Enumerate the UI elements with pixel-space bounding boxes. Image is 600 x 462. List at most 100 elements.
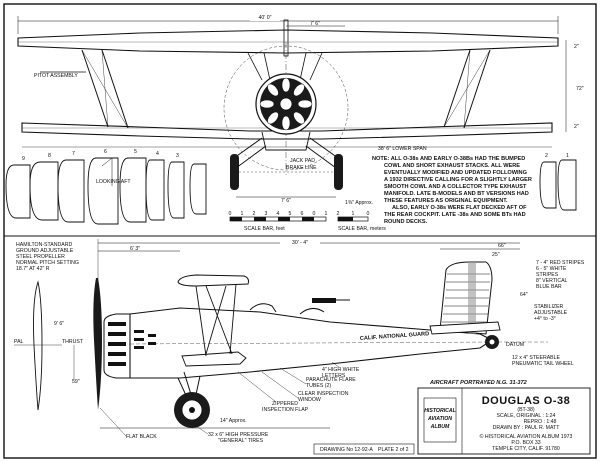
- scale-tick: 4: [277, 211, 280, 217]
- scale-tick: 5: [289, 211, 292, 217]
- stabilizer-label: +4° to -3°: [534, 316, 556, 322]
- tail-wheel-label: PNEUMATIC TAIL WHEEL: [512, 361, 574, 367]
- lower-wing: [21, 122, 553, 140]
- left-interplane-strut: [81, 49, 129, 129]
- note-block: NOTE: ALL O-38s AND EARLY O-38Bs HAD THE…: [372, 156, 532, 225]
- pitot-label: PITOT ASSEMBLY: [34, 73, 78, 79]
- dim-height-2in: 2": [574, 44, 579, 50]
- section-number: 6: [104, 149, 107, 155]
- cross-sections: LOOKING AFT 9 8 7 6 5 4 3 2 1: [5, 149, 577, 225]
- section-number: 2: [545, 153, 548, 159]
- section-number: 7: [72, 151, 75, 157]
- front-view: 40' 0" 7' 6" 38' 6" LOWER SPAN PITOT ASS…: [17, 13, 584, 206]
- right-wheel: [334, 154, 343, 190]
- note-line: NOTE: ALL O-38s AND EARLY O-38Bs HAD THE…: [372, 156, 525, 162]
- fuselage-text: CALIF. NATIONAL GUARD: [360, 331, 430, 342]
- dim-height-59: 59": [72, 379, 80, 385]
- scale-bar-meters: 2 1 0 SCALE BAR, meters: [337, 211, 387, 232]
- flare-label: PARACHUTE FLARE: [306, 377, 356, 383]
- scale-tick: 1: [241, 211, 244, 217]
- dim-height-72: 72": [576, 86, 584, 92]
- svg-text:ALBUM: ALBUM: [430, 424, 450, 430]
- upper-wing: [17, 29, 559, 54]
- copyright: © HISTORICAL AVIATION ALBUM 1973: [480, 433, 573, 440]
- looking-aft-label: LOOKING AFT: [96, 179, 131, 185]
- lower-wing-side: [181, 351, 247, 367]
- scale-original: SCALE, ORIGINAL : 1:24: [497, 413, 556, 419]
- note-line: EVENTUALLY MODIFIED AND UPDATED FOLLOWIN…: [384, 170, 527, 176]
- scale-repro: REPRO : 1:48: [524, 419, 557, 425]
- window-label: CLEAR INSPECTION: [298, 391, 349, 397]
- note-line: COWL AND SHORT EXHAUST STACKS. ALL WERE: [384, 163, 520, 169]
- section-number: 4: [156, 151, 159, 157]
- title-block: DOUGLAS O-38 (BT-38) SCALE, ORIGINAL : 1…: [313, 387, 591, 455]
- city: TEMPLE CITY, CALIF. 91780: [492, 446, 560, 452]
- note-line: A 1932 DIRECTIVE CALLING FOR A SLIGHTLY …: [384, 177, 532, 183]
- left-wheel: [230, 154, 239, 190]
- scale-tick: 0: [367, 211, 370, 217]
- horizontal-stabilizer: [429, 321, 501, 335]
- dim-nose-length: 6' 3": [130, 246, 140, 252]
- plate-number: PLATE 2 of 2: [378, 447, 409, 453]
- interplane-struts-side: [195, 283, 237, 357]
- scale-bar-feet-label: SCALE BAR, feet: [244, 226, 285, 232]
- album-logo: HISTORICAL AVIATION ALBUM: [423, 397, 457, 443]
- note-line: SMOOTH COWL AND A COLLECTOR TYPE EXHAUST: [384, 184, 527, 190]
- dim-gear-track: 7' 6": [281, 198, 291, 204]
- brake-line-label: BRAKE LINE: [286, 165, 317, 171]
- svg-text:AVIATION: AVIATION: [427, 416, 452, 422]
- upper-wing-side: [177, 274, 249, 287]
- section-number: 3: [176, 153, 179, 159]
- scale-bar-meters-label: SCALE BAR, meters: [338, 226, 386, 232]
- propeller-side: [93, 278, 102, 410]
- pal-label: PAL: [14, 339, 24, 345]
- dim-tail-64: 64": [520, 292, 528, 298]
- window-label: WINDOW: [298, 397, 321, 403]
- drawing-subtitle: (BT-38): [517, 407, 535, 413]
- scale-tick: 1: [352, 211, 355, 217]
- gun-mount: [312, 298, 336, 303]
- prop-label-line: HAMILTON-STANDARD: [16, 242, 72, 248]
- scale-tick: 1: [325, 211, 328, 217]
- stripes-label: STRIPES: [536, 272, 559, 278]
- jack-pad-label: JACK PAD: [290, 158, 315, 164]
- zippered-label: INSPECTION FLAP: [262, 407, 309, 413]
- cabane-struts: [247, 52, 323, 81]
- right-interplane-strut: [443, 49, 491, 129]
- note-line: ALSO, EARLY O-38s WERE FLAT DECKED AFT O…: [392, 205, 527, 211]
- portrayed-label: AIRCRAFT PORTRAYED N.G. 31-372: [429, 380, 528, 386]
- dim-tail-66: 66": [498, 243, 506, 249]
- scale-tick: 2: [253, 211, 256, 217]
- propeller-blade-top: [283, 19, 289, 57]
- thrust-label: THRUST: [62, 339, 84, 345]
- dim-approx-1: 1⅜" Approx.: [345, 200, 373, 206]
- svg-text:HISTORICAL: HISTORICAL: [424, 408, 456, 414]
- propeller-profile: [33, 280, 43, 411]
- dim-lower-span: 38' 6" LOWER SPAN: [378, 146, 427, 152]
- flat-black-label: FLAT BLACK: [126, 434, 157, 440]
- scale-tick: 0: [229, 211, 232, 217]
- prop-label-line: NORMAL PITCH SETTING: [16, 260, 79, 266]
- tail-wheel-label: 12 x 4" STEERABLE: [512, 355, 561, 361]
- section-number: 9: [22, 156, 25, 162]
- flare-label: TUBES (2): [306, 383, 331, 389]
- scale-tick: 3: [265, 211, 268, 217]
- letters-label: LETTERS: [322, 373, 346, 379]
- stripes-label: 6 - 5" WHITE: [536, 266, 567, 272]
- dim-height-2in-lower: 2": [574, 124, 579, 130]
- drawn-by: DRAWN BY : PAUL R. MATT: [493, 425, 561, 431]
- prop-label-line: STEEL PROPELLER: [16, 254, 65, 260]
- stripes-label: 8" VERTICAL: [536, 278, 568, 284]
- section-number: 5: [134, 149, 137, 155]
- landing-gear-struts: [233, 137, 339, 169]
- section-number: 8: [48, 153, 51, 159]
- side-view: 30' - 4" 6' 3" 66" 25" PAL THRUST 9' 6" …: [14, 238, 585, 444]
- stripes-label: BLUE BAR: [536, 284, 562, 290]
- prop-label-line: 18.7" AT 42" R: [16, 266, 50, 272]
- section-number: 1: [566, 153, 569, 159]
- scale-tick: 0: [313, 211, 316, 217]
- section-numbers: 9 8 7 6 5 4 3 2 1: [22, 149, 569, 162]
- po-box: P.O. BOX 33: [511, 440, 540, 446]
- sheet-border: [3, 3, 597, 459]
